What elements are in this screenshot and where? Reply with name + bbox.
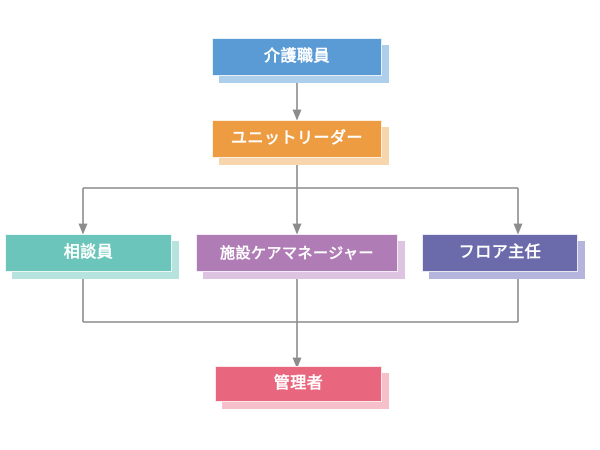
node-floor-chief[interactable]: フロア主任 <box>422 234 585 279</box>
node-counselor[interactable]: 相談員 <box>5 234 179 279</box>
node-counselor-face <box>5 234 172 272</box>
node-unit-leader-label: ユニットリーダー <box>230 130 363 147</box>
node-floor-chief-face <box>422 234 578 272</box>
node-counselor-label: 相談員 <box>63 244 114 261</box>
node-unit-leader[interactable]: ユニットリーダー <box>212 120 389 165</box>
node-care-manager[interactable]: 施設ケアマネージャー <box>196 234 405 279</box>
node-care-staff-face <box>212 38 382 76</box>
node-care-manager-label: 施設ケアマネージャー <box>220 244 374 262</box>
node-floor-chief-label: フロア主任 <box>458 244 542 261</box>
node-care-staff[interactable]: 介護職員 <box>212 38 389 83</box>
node-administrator[interactable]: 管理者 <box>215 366 389 409</box>
node-care-staff-label: 介護職員 <box>263 48 330 65</box>
node-administrator-label: 管理者 <box>273 375 324 392</box>
